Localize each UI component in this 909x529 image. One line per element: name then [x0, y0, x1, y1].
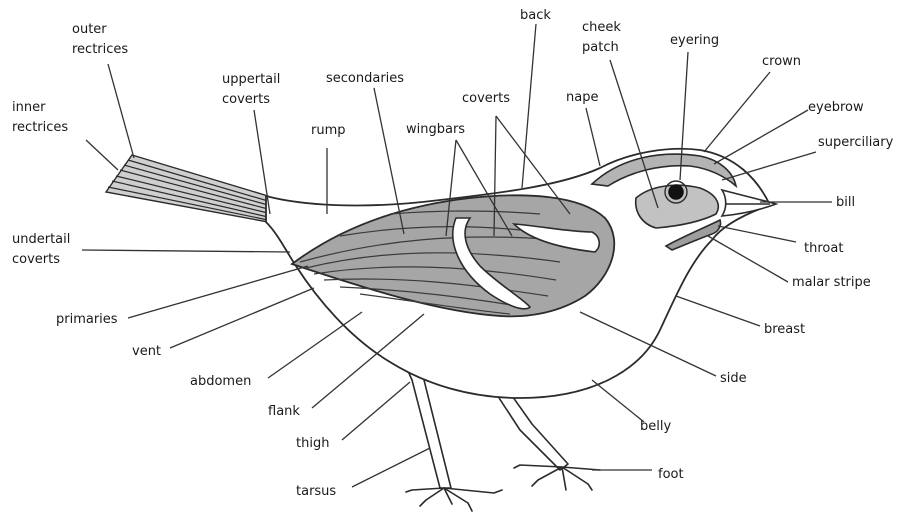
label-breast: breast [764, 320, 805, 340]
leader-belly [592, 380, 644, 422]
label-secondaries: secondaries [326, 69, 404, 89]
leader-crown [704, 72, 770, 152]
label-thigh: thigh [296, 434, 329, 454]
leader-throat [718, 226, 796, 242]
label-back: back [520, 6, 551, 26]
left-foot [406, 488, 502, 511]
leader-outer-rectrices [108, 64, 134, 158]
label-primaries: primaries [56, 310, 118, 330]
right-foot [514, 465, 600, 490]
label-flank: flank [268, 402, 300, 422]
label-wingbars: wingbars [406, 120, 465, 140]
leader-back [522, 24, 536, 188]
tail [106, 155, 268, 222]
label-throat: throat [804, 239, 843, 259]
label-cheek-patch: cheek patch [582, 18, 621, 58]
leader-tarsus [352, 448, 430, 487]
label-abdomen: abdomen [190, 372, 251, 392]
label-crown: crown [762, 52, 801, 72]
label-eyering: eyering [670, 31, 719, 51]
label-bill: bill [836, 193, 855, 213]
leader-nape [586, 108, 600, 166]
label-coverts: coverts [462, 89, 510, 109]
label-outer-rectrices: outer rectrices [72, 20, 128, 60]
label-vent: vent [132, 342, 161, 362]
label-superciliary: superciliary [818, 133, 893, 153]
label-malar-stripe: malar stripe [792, 273, 871, 293]
label-side: side [720, 369, 747, 389]
leader-breast [676, 296, 760, 326]
label-rump: rump [311, 121, 346, 141]
label-inner-rectrices: inner rectrices [12, 98, 68, 138]
label-tarsus: tarsus [296, 482, 336, 502]
label-belly: belly [640, 417, 671, 437]
leader-primaries [128, 266, 308, 318]
leader-inner-rectrices [86, 140, 118, 170]
label-eyebrow: eyebrow [808, 98, 864, 118]
leader-eyebrow [714, 110, 808, 164]
leader-malar-stripe [708, 236, 788, 282]
label-undertail-coverts: undertail coverts [12, 230, 70, 270]
eye [669, 185, 683, 199]
leader-thigh [342, 382, 410, 440]
leader-abdomen [268, 312, 362, 378]
label-uppertail-coverts: uppertail coverts [222, 70, 280, 110]
leader-vent [170, 288, 314, 348]
label-foot: foot [658, 465, 684, 485]
leader-undertail-coverts [82, 250, 290, 252]
label-nape: nape [566, 88, 598, 108]
